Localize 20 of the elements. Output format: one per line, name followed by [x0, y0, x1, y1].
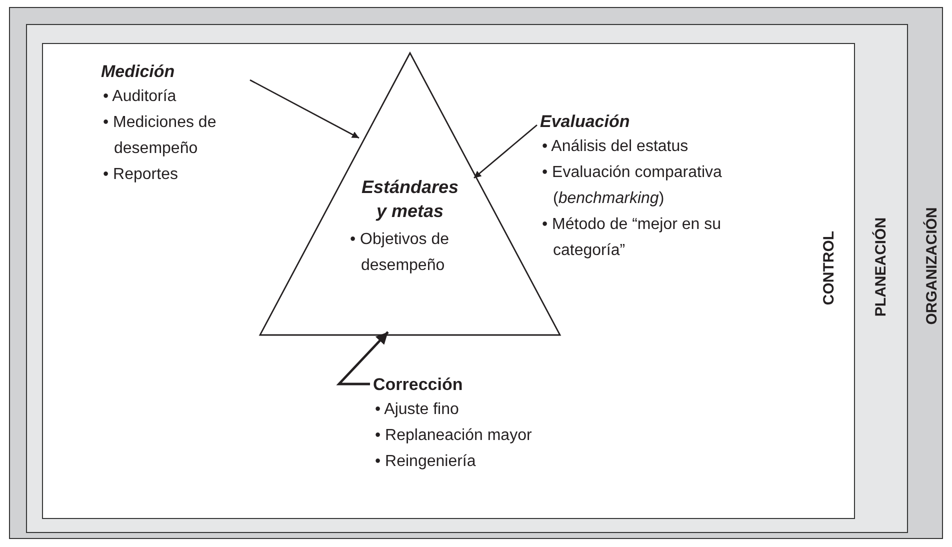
arrow	[474, 124, 538, 179]
list-item: • Análisis del estatus	[542, 137, 690, 157]
list-item: • Mediciones de desempeño	[103, 113, 218, 159]
list-item: • Evaluación comparativa (benchmarking)	[542, 163, 723, 209]
section-label: CONTROL	[822, 230, 836, 306]
arrow	[336, 331, 389, 386]
list-item: • Objetivos de desempeño	[350, 230, 450, 276]
list-item: • Reingeniería	[375, 452, 477, 472]
heading: Evaluación	[540, 111, 631, 133]
section-label: PLANEACIÓN	[874, 217, 888, 317]
list-item: • Replaneación mayor	[375, 426, 533, 446]
heading: Corrección	[373, 374, 464, 396]
heading: Estándares y metas	[360, 176, 460, 223]
section-label: ORGANIZACIÓN	[924, 207, 940, 325]
arrow	[250, 79, 360, 139]
list-item: • Ajuste fino	[375, 400, 460, 420]
list-item: • Auditoría	[103, 87, 178, 107]
list-item: • Reportes	[103, 165, 179, 185]
list-item: • Método de “mejor en su categoría”	[542, 215, 722, 261]
heading: Medición	[101, 61, 176, 83]
